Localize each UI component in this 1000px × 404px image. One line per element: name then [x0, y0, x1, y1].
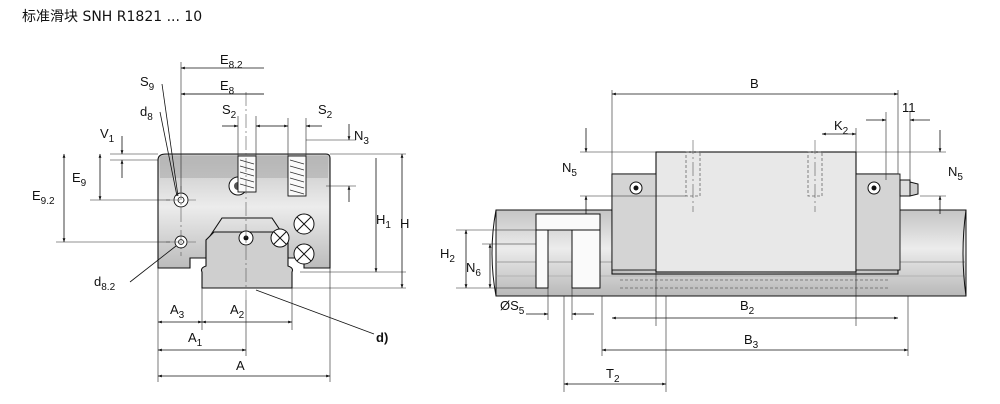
label-k2: K2	[834, 118, 849, 137]
label-e92: E9.2	[32, 188, 55, 207]
label-s5: ØS5	[500, 298, 525, 317]
label-b: B	[750, 76, 759, 91]
label-11: 11	[902, 100, 916, 115]
label-s2-a: S2	[222, 102, 237, 121]
front-view	[56, 62, 406, 382]
ball-circuit-group	[270, 213, 315, 265]
label-a: A	[236, 358, 245, 373]
label-t2: T2	[606, 366, 620, 385]
label-h2: H2	[440, 246, 455, 265]
label-n3: N3	[354, 128, 369, 147]
label-a1: A1	[188, 330, 203, 349]
label-a2: A2	[230, 302, 245, 321]
label-b2: B2	[740, 298, 755, 317]
label-e8: E8	[220, 78, 235, 97]
label-d-note: d)	[376, 330, 388, 345]
label-a3: A3	[170, 302, 185, 321]
label-e9: E9	[72, 170, 87, 189]
hidden-threads	[685, 140, 823, 212]
page-title: 标准滑块 SNH R1821 ... 10	[22, 9, 203, 25]
label-d8: d8	[140, 104, 153, 123]
label-s2-b: S2	[318, 102, 333, 121]
label-e82: E8.2	[220, 52, 243, 71]
label-h: H	[400, 216, 409, 231]
side-view	[456, 90, 967, 392]
label-n5-left: N5	[562, 160, 577, 179]
label-b3: B3	[744, 332, 759, 351]
label-v1: V1	[100, 126, 115, 145]
label-h1: H1	[376, 212, 391, 231]
label-d82: d8.2	[94, 274, 116, 293]
label-n6: N6	[466, 260, 481, 279]
labels: E8.2 E8 S9 d8 S2 S2 V1 N3 E9 E9.2 H1 H d…	[32, 52, 963, 385]
label-s9: S9	[140, 74, 155, 93]
label-n5-right: N5	[948, 164, 963, 183]
